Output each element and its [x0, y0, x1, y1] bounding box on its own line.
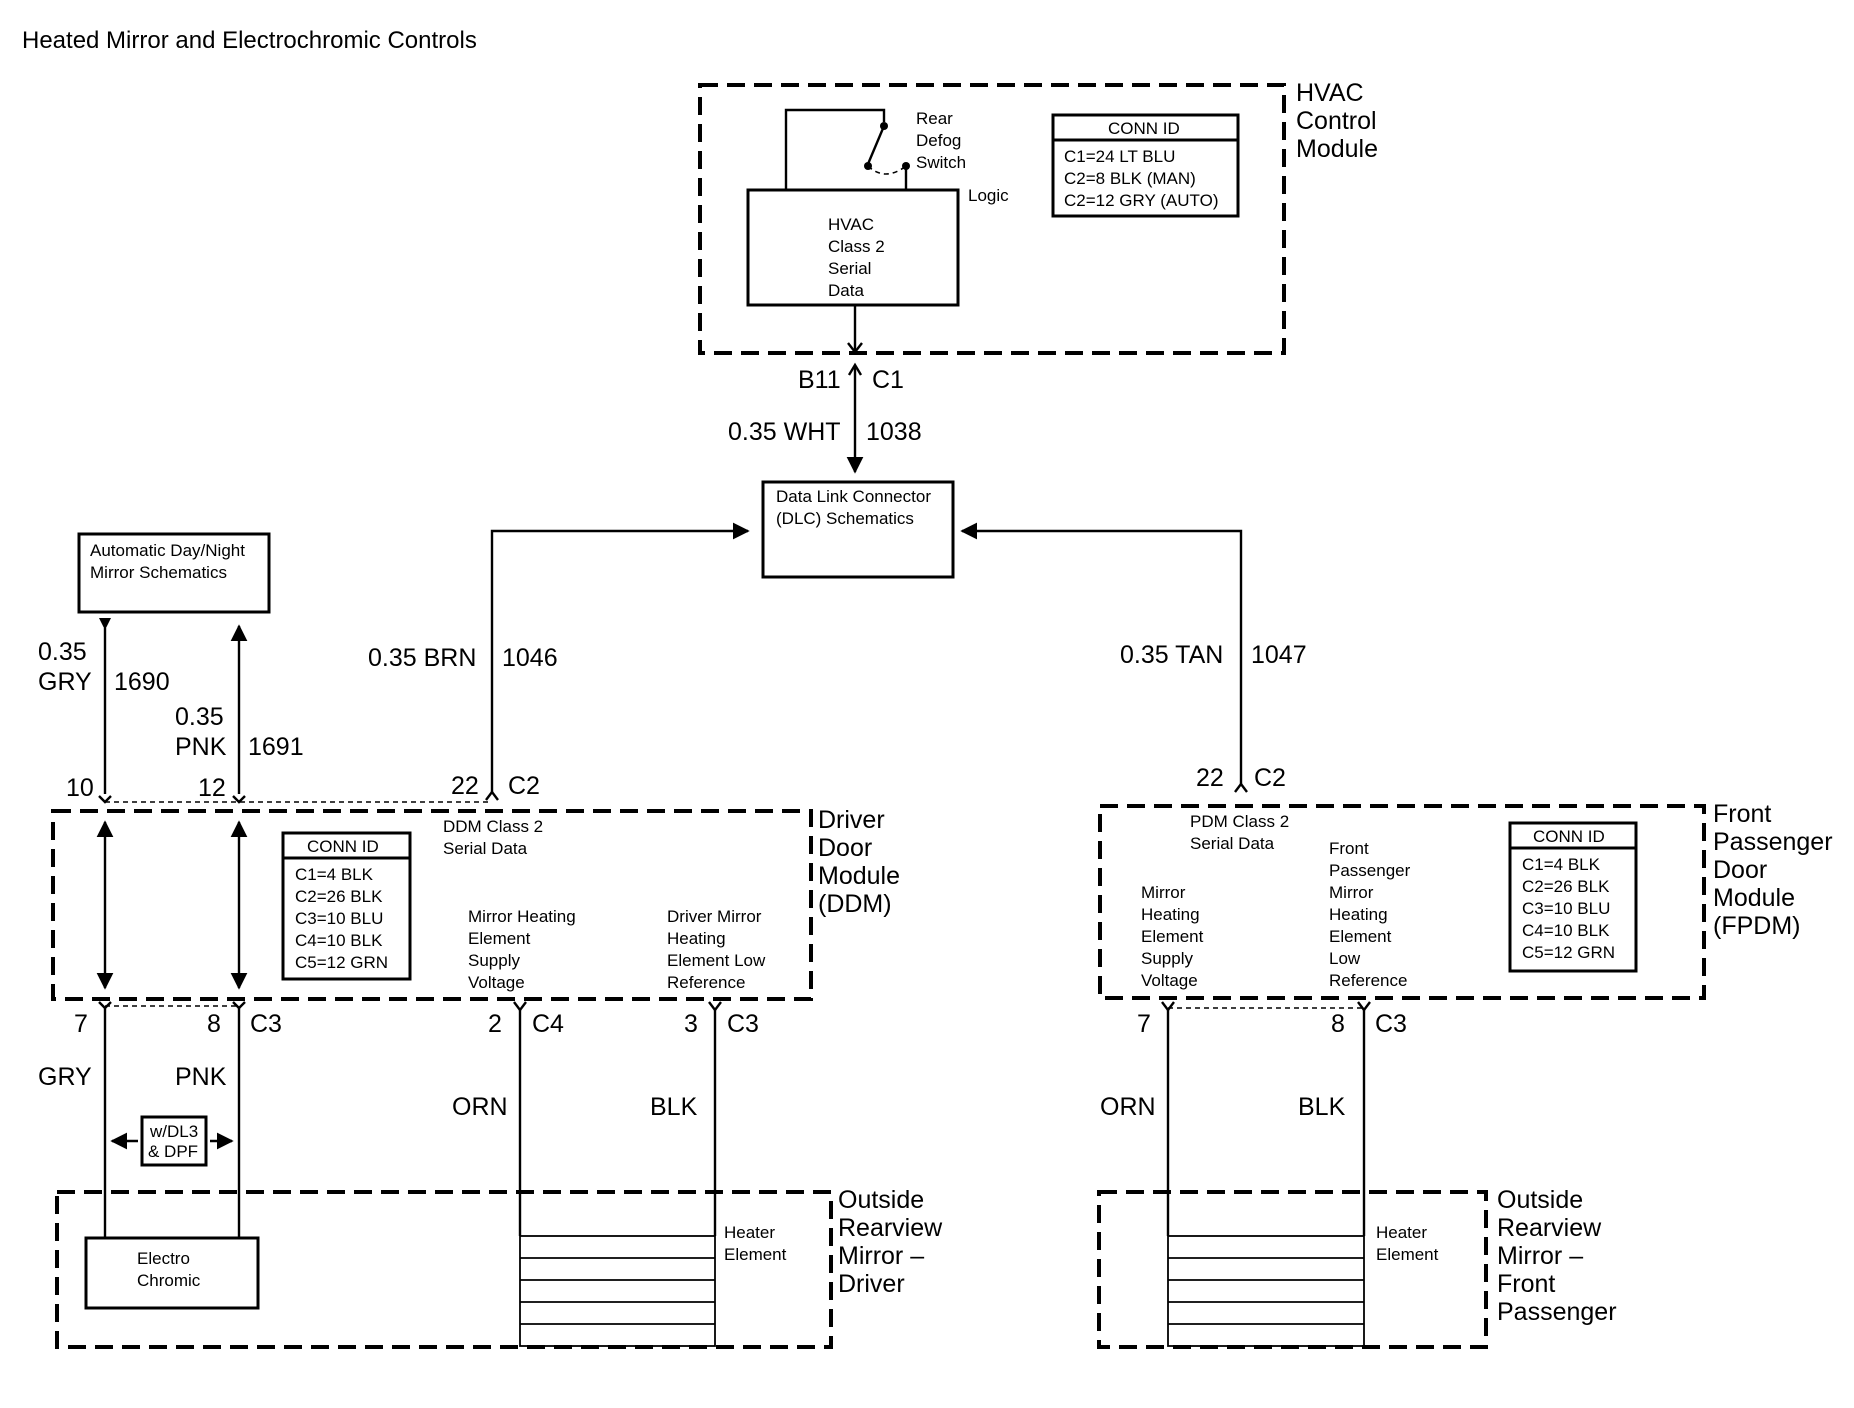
wire-1690-circuit: 1690 [114, 668, 170, 696]
ddm-conn-id-header: CONN ID [307, 837, 379, 856]
ddm-pin-12: 12 [198, 774, 226, 802]
fpdm-pin-7: 7 [1137, 1010, 1151, 1038]
wire-1691-circuit: 1691 [248, 733, 304, 761]
ddm-connector-c3-left: C3 [250, 1010, 282, 1038]
wire-blk-ddm-color: BLK [650, 1093, 698, 1121]
electrochromic-label: Electro Chromic [137, 1249, 201, 1290]
electrochromic-element: Electro Chromic [84, 1236, 260, 1310]
ddm-conn-id-table: CONN ID C1=4 BLK C2=26 BLK C3=10 BLU C4=… [281, 831, 412, 981]
passenger-heater-label: Heater Element [1376, 1223, 1439, 1264]
wire-gry-bottom-color: GRY [38, 1063, 92, 1091]
ddm-pin-8: 8 [207, 1010, 221, 1038]
fpdm-connector-c3: C3 [1375, 1010, 1407, 1038]
wire-1690: 0.35 GRY 1690 10 [38, 618, 170, 804]
hvac-conn-id-header: CONN ID [1108, 119, 1180, 138]
dlc-schematics-label: Data Link Connector (DLC) Schematics [776, 487, 936, 528]
passenger-heater-element: Heater Element [1167, 1223, 1439, 1347]
ddm-serial-data-label: DDM Class 2 Serial Data [443, 817, 548, 858]
outside-mirror-front-passenger: Outside Rearview Mirror – Front Passenge… [1097, 1186, 1617, 1349]
diagram-title: Heated Mirror and Electrochromic Control… [22, 27, 477, 54]
driver-mirror-name: Outside Rearview Mirror – Driver [838, 1186, 949, 1298]
wire-1047-circuit: 1047 [1251, 641, 1307, 669]
wire-1690-color: GRY [38, 668, 92, 696]
ddm-connector-c4: C4 [532, 1010, 564, 1038]
ddm-pin-2: 2 [488, 1010, 502, 1038]
hvac-connector-c1: C1 [872, 366, 904, 394]
ddm-connector-c2: C2 [508, 772, 540, 800]
wire-blk-fpdm-color: BLK [1298, 1093, 1346, 1121]
ddm-connector-c3-right: C3 [727, 1010, 759, 1038]
ddm-pin-7: 7 [74, 1010, 88, 1038]
wire-pnk-bottom-color: PNK [175, 1063, 227, 1091]
ddm-supply-voltage-label: Mirror Heating Element Supply Voltage [468, 907, 580, 992]
passenger-mirror-name: Outside Rearview Mirror – Front Passenge… [1497, 1186, 1617, 1326]
ddm-conn-id-lines: C1=4 BLK C2=26 BLK C3=10 BLU C4=10 BLK C… [295, 865, 388, 972]
fpdm-pin-22: 22 [1196, 764, 1224, 792]
fpdm-pin-8: 8 [1331, 1010, 1345, 1038]
hvac-serial-data-label: HVAC Class 2 Serial Data [828, 215, 889, 300]
hvac-conn-id-table: CONN ID C1=24 LT BLU C2=8 BLK (MAN) C2=1… [1051, 113, 1240, 218]
wire-orn-fpdm: 7 ORN [1100, 1001, 1175, 1236]
wire-1046-gauge-color: 0.35 BRN [368, 644, 476, 672]
outside-mirror-driver: Outside Rearview Mirror – Driver Electro… [55, 1186, 949, 1349]
fpdm-conn-id-header: CONN ID [1533, 827, 1605, 846]
wire-1691-color: PNK [175, 733, 227, 761]
ddm-pin-10: 10 [66, 774, 94, 802]
wire-1690-gauge: 0.35 [38, 638, 87, 666]
hvac-control-module: HVAC Control Module Rear Defog Switch Lo… [698, 79, 1384, 355]
wire-1047: 0.35 TAN 1047 22 C2 [960, 522, 1307, 793]
hvac-pin-b11: B11 [798, 366, 841, 394]
fpdm-name: Front Passenger Door Module (FPDM) [1713, 800, 1839, 940]
fpdm-conn-id-lines: C1=4 BLK C2=26 BLK C3=10 BLU C4=10 BLK C… [1522, 855, 1615, 962]
wire-blk-fpdm: 8 C3 BLK [1298, 1001, 1407, 1236]
wire-orn-ddm: 2 C4 ORN [452, 1001, 564, 1236]
wire-1038: B11 C1 0.35 WHT 1038 [728, 305, 922, 474]
front-passenger-door-module: Front Passenger Door Module (FPDM) PDM C… [1098, 800, 1839, 1000]
logic-label: Logic [968, 186, 1009, 205]
auto-day-night-mirror-box: Automatic Day/Night Mirror Schematics [77, 532, 271, 614]
dl3-dpf-label: w/DL3 & DPF [148, 1122, 203, 1161]
driver-door-module: Driver Door Module (DDM) DDM Class 2 Ser… [51, 806, 907, 1001]
fpdm-conn-id-table: CONN ID C1=4 BLK C2=26 BLK C3=10 BLU C4=… [1508, 821, 1638, 973]
dlc-schematics-box: Data Link Connector (DLC) Schematics [761, 480, 955, 579]
wire-1691: 0.35 PNK 1691 12 [175, 624, 304, 804]
wire-orn-ddm-color: ORN [452, 1093, 508, 1121]
hvac-module-name: HVAC Control Module [1296, 79, 1384, 163]
ddm-pin-3: 3 [684, 1010, 698, 1038]
hvac-conn-id-lines: C1=24 LT BLU C2=8 BLK (MAN) C2=12 GRY (A… [1064, 147, 1218, 210]
hvac-serial-data-box: HVAC Class 2 Serial Data [746, 188, 960, 307]
rear-defog-switch: Rear Defog Switch Logic [784, 108, 1009, 205]
ddm-name: Driver Door Module (DDM) [818, 806, 907, 918]
wire-1038-gauge-color: 0.35 WHT [728, 418, 841, 446]
dl3-dpf-option-box: w/DL3 & DPF [110, 1115, 234, 1167]
auto-day-night-mirror-label: Automatic Day/Night Mirror Schematics [90, 541, 250, 582]
wire-blk-ddm: 3 C3 BLK [650, 1001, 759, 1236]
ddm-low-reference-label: Driver Mirror Heating Element Low Refere… [667, 907, 770, 992]
wire-1038-circuit: 1038 [866, 418, 922, 446]
fpdm-low-reference-label: Front Passenger Mirror Heating Element L… [1329, 839, 1415, 990]
fpdm-serial-data-label: PDM Class 2 Serial Data [1190, 812, 1294, 853]
wire-orn-fpdm-color: ORN [1100, 1093, 1156, 1121]
driver-heater-label: Heater Element [724, 1223, 787, 1264]
fpdm-supply-voltage-label: Mirror Heating Element Supply Voltage [1141, 883, 1208, 990]
ddm-pin-22: 22 [451, 772, 479, 800]
wire-pnk-bottom: 8 C3 PNK [175, 1001, 282, 1238]
fpdm-connector-c2: C2 [1254, 764, 1286, 792]
wire-1046-circuit: 1046 [502, 644, 558, 672]
wire-1047-gauge-color: 0.35 TAN [1120, 641, 1223, 669]
rear-defog-switch-label: Rear Defog Switch [916, 109, 966, 172]
wire-gry-bottom: 7 GRY [38, 1001, 112, 1238]
wire-1046: 0.35 BRN 1046 22 C2 [368, 522, 750, 801]
wire-1691-gauge: 0.35 [175, 703, 224, 731]
driver-heater-element: Heater Element [519, 1223, 787, 1347]
